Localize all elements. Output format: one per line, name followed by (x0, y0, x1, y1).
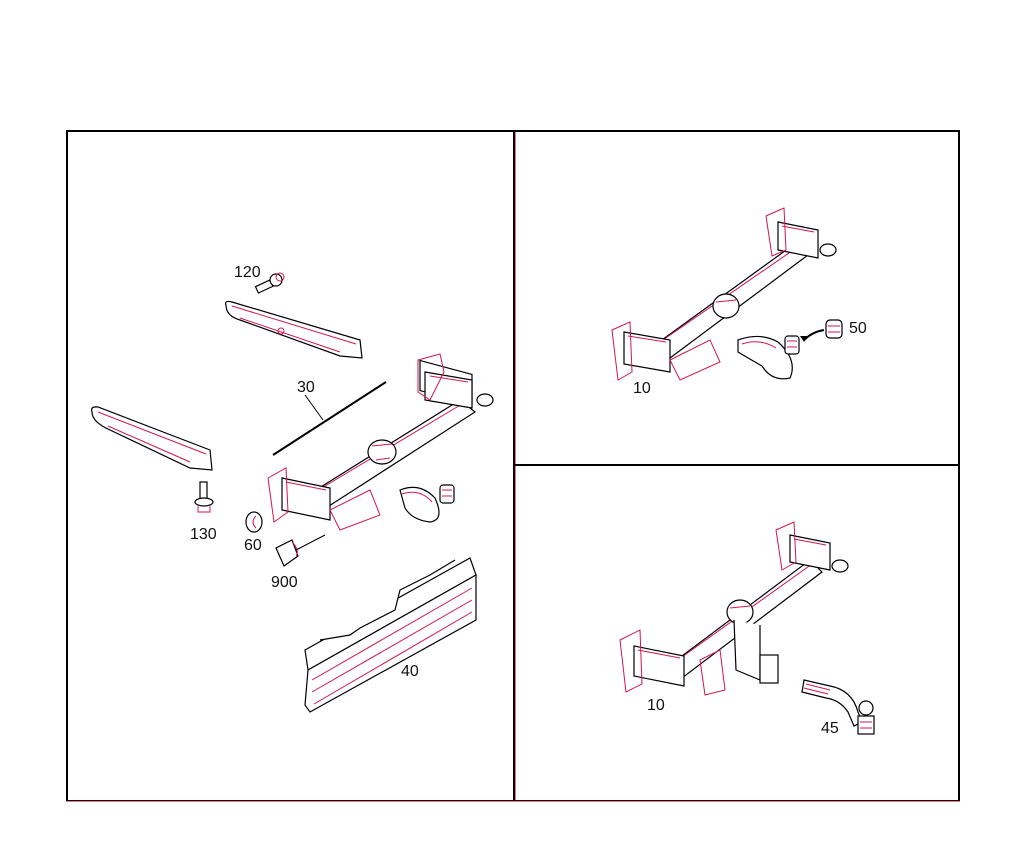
panel-divider-horizontal (514, 464, 958, 466)
frame-bottom-tint (66, 801, 960, 802)
callout-30[interactable]: 30 (297, 379, 315, 396)
callout-50[interactable]: 50 (849, 320, 867, 337)
panel-top-right: 10 50 (516, 132, 957, 464)
callout-130[interactable]: 130 (190, 526, 217, 543)
nut-60-icon[interactable] (245, 511, 263, 533)
panel-bottom-right: 10 45 (516, 467, 957, 798)
bolt-130-icon[interactable] (194, 481, 214, 513)
panel-left-drawing (91, 272, 494, 713)
callout-120[interactable]: 120 (234, 264, 261, 281)
impact-absorber-40-icon[interactable] (304, 557, 477, 713)
bolt-120-icon[interactable] (254, 272, 285, 294)
bracket-arm-upper-icon[interactable] (225, 300, 363, 359)
hitch-crossmember-icon[interactable] (267, 353, 494, 531)
panel-top-right-drawing (611, 207, 843, 381)
callout-900[interactable]: 900 (271, 574, 298, 591)
panel-left: 120 30 130 60 900 40 (68, 132, 513, 798)
panel-bottom-right-drawing (619, 521, 875, 735)
callout-10-fixed[interactable]: 10 (633, 380, 651, 397)
callout-10-detachable[interactable]: 10 (647, 697, 665, 714)
panel-divider-vertical-tint (515, 132, 516, 800)
leader-line-30 (304, 394, 324, 421)
hitch-assembly-10-detachable-icon[interactable] (619, 521, 849, 696)
callout-60[interactable]: 60 (244, 537, 262, 554)
callout-40[interactable]: 40 (401, 663, 419, 680)
ball-cap-50-icon[interactable] (800, 319, 843, 342)
callout-45[interactable]: 45 (821, 720, 839, 737)
ball-neck-45-icon[interactable] (801, 679, 875, 735)
wire-30-icon[interactable] (272, 381, 387, 456)
bracket-arm-lower-icon[interactable] (91, 406, 213, 471)
connector-900-icon[interactable] (275, 534, 326, 567)
hitch-assembly-10-fixed-icon[interactable] (611, 207, 837, 381)
